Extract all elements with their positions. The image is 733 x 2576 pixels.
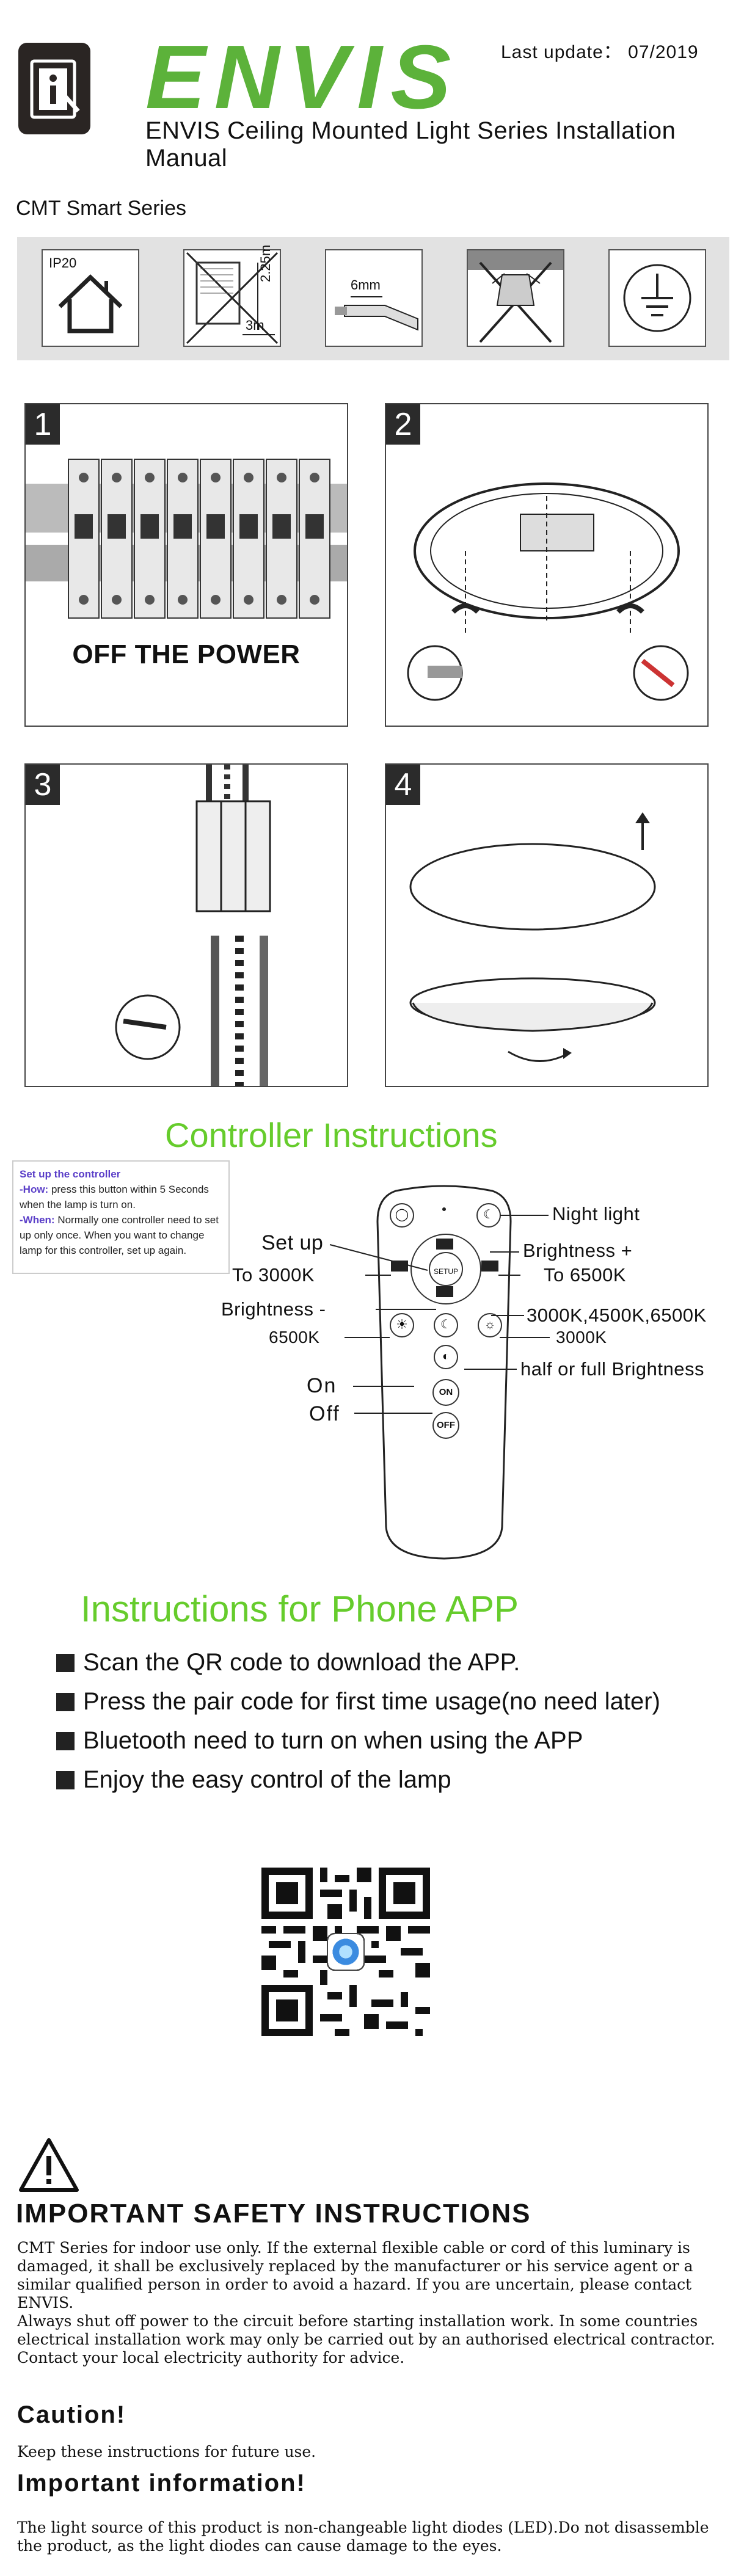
on-button-label: ON (439, 1387, 453, 1397)
important-text: The light source of this product is non-… (17, 2519, 709, 2555)
step-number: 2 (386, 404, 420, 445)
height-distance-label: 2.25m (258, 244, 273, 282)
cover-mounting-illustration (409, 812, 656, 1062)
setup-controller-note: Set up the controller -How: press this b… (12, 1160, 230, 1274)
caution-heading: Caution! (17, 2401, 126, 2428)
step-4-panel: 4 (385, 763, 709, 1087)
to-3000k-button[interactable] (391, 1261, 408, 1272)
label-to-6500k: To 6500K (544, 1264, 626, 1286)
wire-strip-length: 6mm (351, 277, 381, 293)
circuit-breaker-illustration (26, 459, 347, 619)
warning-triangle-icon (18, 2138, 79, 2192)
step-2-panel: 2 (385, 403, 709, 727)
brand-logo-text: ENVIS (145, 27, 460, 128)
caution-text: Keep these instructions for future use. (17, 2443, 316, 2461)
no-bathroom-zone-icon: 2.25m 3m (183, 245, 281, 347)
remote-leader-lines (329, 1215, 550, 1414)
label-off: Off (309, 1402, 340, 1425)
label-brightness-minus: Brightness - (221, 1298, 326, 1320)
light-bulb-button[interactable]: ◯ (390, 1203, 414, 1228)
no-covering-icon (467, 249, 564, 347)
qr-code-pattern (261, 1868, 430, 2036)
3000k-sun-button[interactable]: ☼ (478, 1313, 502, 1337)
wiring-connection-illustration (115, 765, 271, 1086)
safety-heading: IMPORTANT SAFETY INSTRUCTIONS (16, 2199, 531, 2229)
manual-logo-icon (18, 43, 90, 134)
setup-note-how-text: press this button within 5 Seconds when … (20, 1184, 209, 1210)
last-update: Last update： 07/2019 (501, 42, 699, 62)
controller-section-title: Controller Instructions (165, 1116, 498, 1154)
horizontal-distance-label: 3m (246, 318, 264, 333)
indoor-ip20-icon: IP20 (42, 249, 139, 347)
off-button[interactable]: OFF (432, 1412, 459, 1439)
brightness-plus-button[interactable] (436, 1239, 453, 1250)
manual-title: ENVIS Ceiling Mounted Light Series Insta… (145, 117, 676, 172)
off-button-label: OFF (437, 1420, 455, 1430)
setup-note-when-label: -When: (20, 1214, 55, 1226)
step-number: 3 (26, 765, 60, 805)
label-cct-cycle: 3000K,4500K,6500K (527, 1304, 707, 1326)
dpad-ring (410, 1234, 481, 1304)
ground-earth-icon (608, 249, 706, 347)
series-title: CMT Smart Series (16, 197, 186, 220)
label-brightness-plus: Brightness + (523, 1240, 633, 1261)
cct-cycle-button[interactable]: ☾ (434, 1313, 458, 1337)
off-the-power-caption: OFF THE POWER (72, 639, 301, 669)
label-night-light: Night light (552, 1203, 640, 1224)
label-to-3000k: To 3000K (232, 1264, 315, 1286)
remote-control: ◯ ☾ SETUP ☀ ☾ ☼ ◐ ON OFF (371, 1185, 517, 1563)
half-full-brightness-button[interactable]: ◐ (434, 1345, 458, 1369)
setup-note-heading: Set up the controller (20, 1168, 121, 1180)
to-6500k-button[interactable] (481, 1261, 498, 1272)
safety-paragraph-1: CMT Series for indoor use only. If the e… (17, 2239, 693, 2312)
label-half-full-brightness: half or full Brightness (520, 1358, 704, 1380)
mounting-plate-illustration (407, 482, 689, 701)
on-button[interactable]: ON (432, 1379, 459, 1406)
app-bullet: Scan the QR code to download the APP. (56, 1649, 520, 1676)
setup-button-label: SETUP (433, 1267, 458, 1276)
spec-icon-strip: IP20 2.25m 3m 6mm (17, 237, 729, 360)
ip-rating-label: IP20 (49, 255, 77, 271)
wire-strip-icon: 6mm (325, 249, 423, 347)
step-3-panel: 3 (24, 763, 348, 1087)
step-1-panel: 1 OFF THE POWER (24, 403, 348, 727)
setup-button[interactable]: SETUP (429, 1252, 463, 1286)
step-number: 4 (386, 765, 420, 805)
label-set-up: Set up (261, 1231, 324, 1254)
app-bullet: Bluetooth need to turn on when using the… (56, 1727, 583, 1754)
app-bullet: Press the pair code for first time usage… (56, 1688, 660, 1715)
app-section-title: Instructions for Phone APP (81, 1588, 519, 1629)
setup-note-how-label: -How: (20, 1184, 49, 1195)
safety-paragraph-2: Always shut off power to the circuit bef… (17, 2312, 715, 2367)
setup-note-when-text: Normally one controller need to set up o… (20, 1214, 219, 1256)
label-6500k: 6500K (269, 1328, 320, 1347)
app-qr-code[interactable] (261, 1868, 430, 2036)
app-bullet: Enjoy the easy control of the lamp (56, 1766, 451, 1793)
6500k-sun-button[interactable]: ☀ (390, 1313, 414, 1337)
label-on: On (307, 1374, 337, 1397)
step-number: 1 (26, 404, 60, 445)
brightness-minus-button[interactable] (436, 1286, 453, 1297)
important-heading: Important information! (17, 2470, 306, 2497)
label-3000k: 3000K (556, 1328, 607, 1347)
